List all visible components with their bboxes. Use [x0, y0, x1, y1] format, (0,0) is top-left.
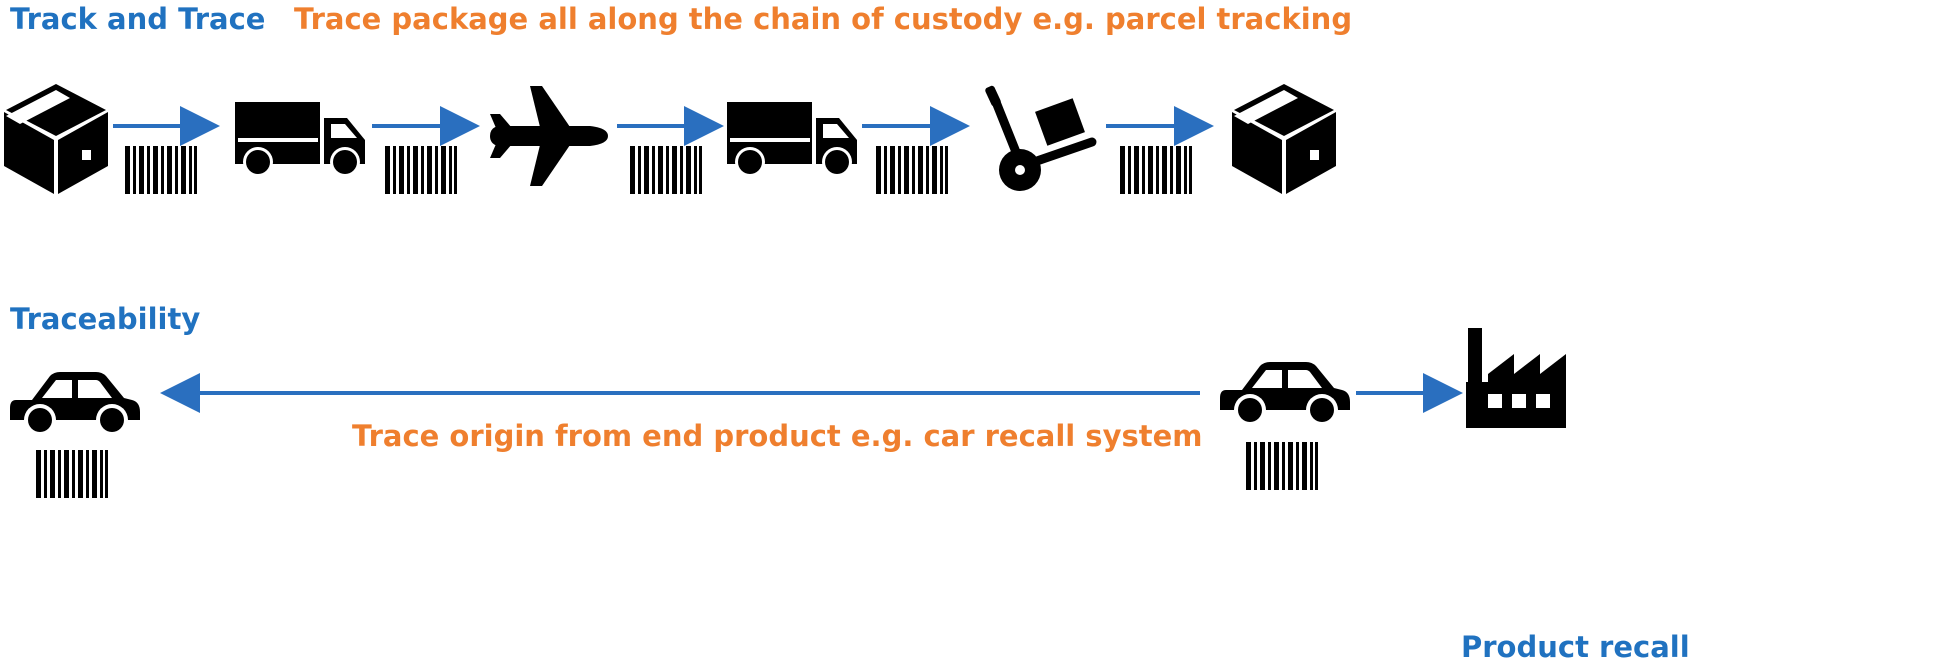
- car-icon: [1220, 362, 1350, 426]
- hand-truck-icon: [984, 85, 1092, 191]
- barcode-icon: [36, 450, 108, 498]
- traceability-description: Trace origin from end product e.g. car r…: [352, 419, 1203, 453]
- product-recall-label: Product recall: [1461, 630, 1690, 664]
- package-icon: [1232, 84, 1336, 194]
- truck-icon: [727, 102, 857, 177]
- barcode-icon: [385, 146, 457, 194]
- track-and-trace-description: Trace package all along the chain of cus…: [294, 2, 1353, 36]
- package-icon: [4, 84, 108, 194]
- barcode-icon: [1246, 442, 1318, 490]
- barcode-icon: [1120, 146, 1192, 194]
- factory-icon: [1466, 328, 1566, 428]
- barcode-icon: [630, 146, 702, 194]
- barcode-icon: [125, 146, 197, 194]
- track-and-trace-heading: Track and Trace: [10, 2, 266, 36]
- truck-icon: [235, 102, 365, 177]
- airplane-icon: [490, 86, 608, 186]
- traceability-heading: Traceability: [10, 302, 201, 336]
- barcode-icon: [876, 146, 948, 194]
- car-icon: [10, 372, 140, 436]
